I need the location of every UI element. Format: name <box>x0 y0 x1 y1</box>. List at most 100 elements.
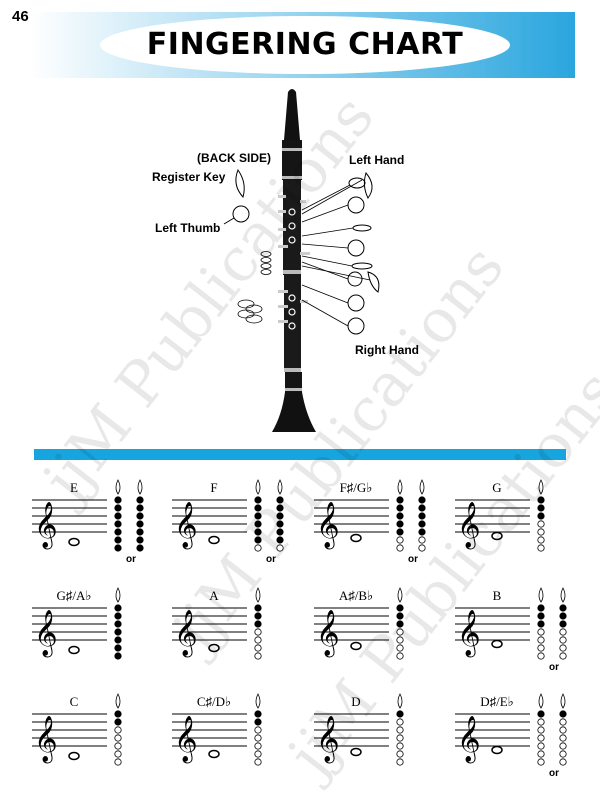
treble-clef: 𝄞 <box>457 502 481 550</box>
finger-hole <box>396 620 404 628</box>
finger-hole <box>254 742 262 750</box>
finger-hole <box>114 628 122 636</box>
finger-hole <box>537 528 545 536</box>
finger-hole <box>418 512 426 520</box>
finger-hole <box>418 504 426 512</box>
register-key-marker <box>137 479 143 495</box>
treble-clef: 𝄞 <box>174 610 198 658</box>
finger-hole <box>559 726 567 734</box>
finger-hole <box>114 644 122 652</box>
finger-hole <box>537 710 545 718</box>
section-divider <box>34 449 566 460</box>
register-key-marker <box>538 693 544 709</box>
whole-note <box>208 749 220 759</box>
register-key-marker <box>255 479 261 495</box>
fingering-6: 𝄞A <box>172 587 262 660</box>
register-key-marker <box>538 587 544 603</box>
fingering-2: 𝄞For <box>172 479 284 565</box>
finger-hole <box>559 758 567 766</box>
whole-note <box>350 641 362 651</box>
finger-hole <box>396 718 404 726</box>
finger-hole <box>537 758 545 766</box>
note-name: F <box>210 480 217 495</box>
finger-hole <box>396 512 404 520</box>
finger-hole <box>537 520 545 528</box>
finger-hole <box>537 544 545 552</box>
note-name: F♯/G♭ <box>340 480 373 495</box>
treble-clef: 𝄞 <box>457 716 481 764</box>
finger-hole <box>559 620 567 628</box>
whole-note <box>208 643 220 653</box>
finger-hole <box>114 512 122 520</box>
finger-hole <box>276 496 284 504</box>
whole-note <box>350 533 362 543</box>
finger-hole <box>396 496 404 504</box>
clarinet-diagram <box>223 89 380 432</box>
finger-hole <box>537 644 545 652</box>
lh-side-key <box>348 177 366 189</box>
whole-note <box>208 535 220 545</box>
finger-hole <box>559 750 567 758</box>
finger-hole <box>254 528 262 536</box>
finger-hole <box>396 758 404 766</box>
finger-hole <box>114 504 122 512</box>
register-key-marker <box>255 693 261 709</box>
or-label: or <box>408 554 418 565</box>
finger-hole <box>254 734 262 742</box>
whole-note <box>68 537 80 547</box>
finger-hole <box>114 636 122 644</box>
finger-hole <box>254 718 262 726</box>
finger-hole <box>559 742 567 750</box>
finger-hole <box>114 612 122 620</box>
finger-hole <box>559 718 567 726</box>
finger-hole <box>559 652 567 660</box>
finger-hole <box>254 496 262 504</box>
register-key-marker <box>115 587 121 603</box>
note-name: B <box>493 588 502 603</box>
treble-clef: 𝄞 <box>316 502 340 550</box>
finger-hole <box>254 604 262 612</box>
finger-hole <box>114 536 122 544</box>
finger-hole <box>276 536 284 544</box>
treble-clef: 𝄞 <box>174 716 198 764</box>
finger-hole <box>254 628 262 636</box>
finger-hole <box>559 644 567 652</box>
register-key-marker <box>560 587 566 603</box>
finger-hole <box>396 520 404 528</box>
finger-hole <box>254 620 262 628</box>
register-key-marker <box>115 693 121 709</box>
finger-hole <box>559 612 567 620</box>
finger-hole <box>418 528 426 536</box>
finger-hole <box>276 512 284 520</box>
finger-hole <box>396 604 404 612</box>
finger-hole <box>254 536 262 544</box>
title-oval <box>100 16 510 74</box>
finger-hole <box>396 504 404 512</box>
whole-note <box>491 531 503 541</box>
finger-hole <box>396 742 404 750</box>
register-key-marker <box>560 693 566 709</box>
register-key <box>235 168 245 198</box>
clarinet-mouthpiece <box>284 89 300 140</box>
finger-hole <box>396 612 404 620</box>
fingering-1: 𝄞Eor <box>32 479 144 565</box>
register-key-marker <box>419 479 425 495</box>
finger-hole <box>254 710 262 718</box>
fingering-8: 𝄞Bor <box>455 587 567 673</box>
finger-hole <box>537 652 545 660</box>
finger-hole <box>537 536 545 544</box>
finger-hole <box>114 734 122 742</box>
fingering-3: 𝄞F♯/G♭ or <box>314 479 426 565</box>
finger-hole <box>136 536 144 544</box>
finger-hole <box>276 528 284 536</box>
finger-hole <box>114 718 122 726</box>
fingering-4: 𝄞G <box>455 479 545 552</box>
finger-hole <box>136 496 144 504</box>
finger-hole <box>254 644 262 652</box>
whole-note <box>491 639 503 649</box>
whole-note <box>350 747 362 757</box>
finger-hole <box>418 520 426 528</box>
finger-hole <box>537 612 545 620</box>
note-name: A <box>209 588 219 603</box>
finger-hole <box>418 536 426 544</box>
